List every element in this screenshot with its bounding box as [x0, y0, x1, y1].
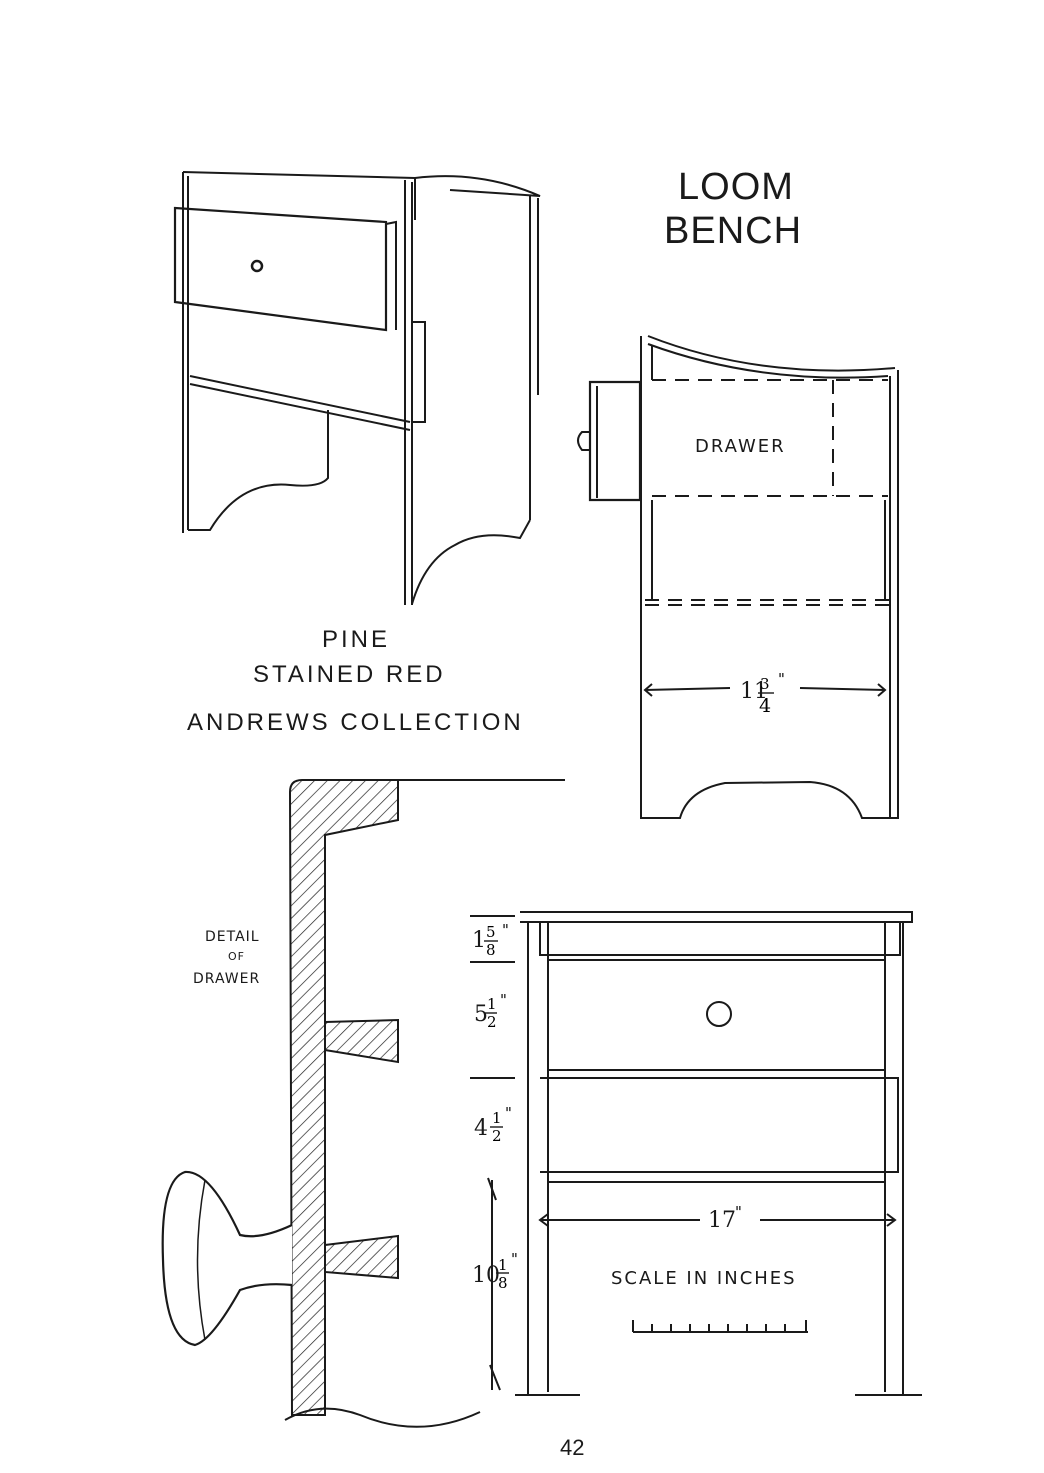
front-dim-rail-den: 2 — [492, 1129, 502, 1144]
scale-bar-ticks — [633, 1320, 806, 1332]
front-dim-top-inch: " — [502, 923, 509, 938]
side-view — [578, 336, 898, 818]
front-width-inch: " — [735, 1205, 742, 1220]
front-width-dimension: 17 — [708, 1210, 736, 1232]
perspective-view — [175, 172, 540, 605]
front-dim-top-whole: 1 — [472, 930, 486, 952]
caption-material: PINE — [322, 628, 390, 652]
front-dim-rail-num: 1 — [492, 1111, 502, 1126]
front-dim-drawer-inch: " — [500, 993, 507, 1008]
front-dim-drawer-den: 2 — [487, 1015, 497, 1030]
front-dim-leg-inch: " — [511, 1252, 518, 1267]
front-dim-drawer-whole: 5 — [474, 1004, 488, 1026]
detail-label-line-2: OF — [228, 951, 245, 962]
title-line-2: BENCH — [664, 212, 802, 250]
side-view-width-numerator: 3 — [760, 677, 770, 692]
front-view — [470, 912, 922, 1395]
scale-label: SCALE IN INCHES — [611, 1270, 797, 1288]
front-dim-leg-den: 8 — [498, 1276, 508, 1291]
detail-label-line-3: DRAWER — [193, 972, 260, 986]
front-dim-top-den: 8 — [486, 943, 496, 958]
front-dim-drawer-num: 1 — [487, 997, 497, 1012]
front-dim-leg-num: 1 — [498, 1258, 508, 1273]
front-dim-top-num: 5 — [486, 925, 496, 940]
side-view-drawer-label: DRAWER — [695, 438, 786, 456]
caption-finish: STAINED RED — [253, 663, 446, 687]
front-dim-rail-whole: 4 — [474, 1118, 488, 1140]
caption-collection: ANDREWS COLLECTION — [187, 711, 524, 735]
front-dim-rail-inch: " — [505, 1106, 512, 1121]
detail-label-line-1: DETAIL — [205, 930, 260, 944]
front-dim-leg-whole: 10 — [472, 1265, 500, 1287]
side-view-width-denominator: 4 — [759, 697, 771, 716]
page-number: 42 — [560, 1437, 584, 1459]
side-view-inch-mark: " — [778, 672, 785, 687]
title-line-1: LOOM — [678, 168, 794, 206]
